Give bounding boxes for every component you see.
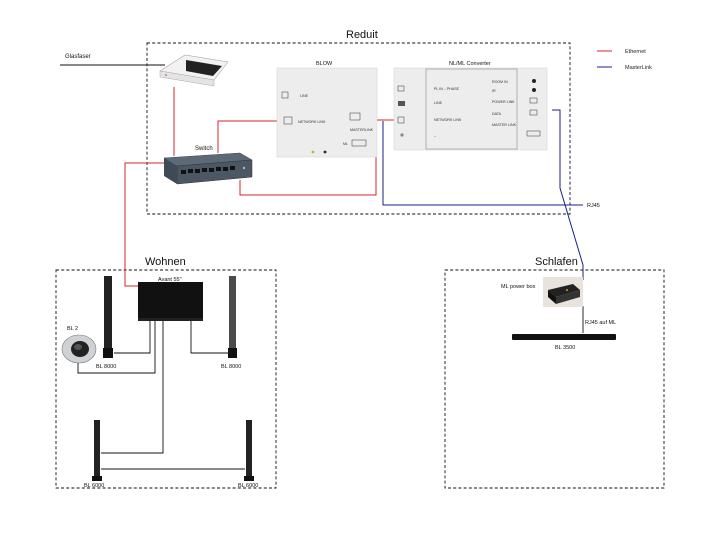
schlafen-room-box <box>444 269 665 489</box>
svg-text:PL IN – PHASE: PL IN – PHASE <box>434 87 460 91</box>
cables <box>60 64 584 470</box>
nlml-left-ports: PL IN – PHASE LINE NETWORK LINK – <box>397 85 462 138</box>
avant-label: Avant 55" <box>158 277 182 283</box>
switch-nlml-ethernet <box>239 119 398 196</box>
legend-masterlink-label: MasterLink <box>625 65 652 71</box>
svg-text:NETWORK LINK: NETWORK LINK <box>434 118 462 122</box>
bl8000-left-label: BL 8000 <box>96 364 116 370</box>
nlml-rj45-cable <box>552 109 584 280</box>
svg-text:LINE: LINE <box>300 94 309 98</box>
blow-device: BLOW LINE NETWORK LINK MASTERLINK ML <box>276 61 378 158</box>
svg-text:MASTER LINK: MASTER LINK <box>492 123 517 127</box>
bl2-label: BL 2 <box>67 326 78 332</box>
blow-masterlink <box>382 121 583 206</box>
blow-masterlink-port: MASTERLINK <box>349 112 374 132</box>
wohnen-room-box <box>55 269 277 489</box>
blow-network-link-port: NETWORK LINK <box>283 116 326 125</box>
network-switch: Switch <box>163 146 253 185</box>
blow-ml-port: ML <box>343 139 367 147</box>
avant-bl2-cable <box>77 318 156 374</box>
svg-text:DATA: DATA <box>492 112 502 116</box>
reduit-room-title: Reduit <box>346 29 378 41</box>
svg-text:ROOM IN: ROOM IN <box>492 80 508 84</box>
wohnen-room-title: Wohnen <box>145 256 186 268</box>
svg-text:IR: IR <box>492 89 496 93</box>
bl6000-left-speaker: BL 6000 <box>84 420 104 489</box>
bl8000-right-speaker: BL 8000 <box>221 276 241 370</box>
nlml-right-ports: ROOM IN IR POWER LINK DATA MASTER LINK <box>492 79 541 137</box>
svg-text:MASTERLINK: MASTERLINK <box>350 128 374 132</box>
svg-text:NETWORK LINK: NETWORK LINK <box>298 120 326 124</box>
svg-text:ML: ML <box>343 142 348 146</box>
bl3500-soundbar: BL 3500 <box>512 334 616 351</box>
switch-avant-ethernet <box>124 162 164 287</box>
svg-text:–: – <box>434 134 436 138</box>
switch-ports <box>181 166 235 174</box>
nlml-title: NL/ML Converter <box>449 61 491 67</box>
avant-tv: Avant 55" <box>138 277 203 321</box>
avant-bl6000-cable <box>101 318 164 454</box>
switch-blow-ethernet <box>217 120 284 153</box>
ml-power-box-label: ML power box <box>501 284 536 290</box>
svg-text:LINE: LINE <box>434 101 443 105</box>
nlml-converter-device: NL/ML Converter PL IN – PHASE LINE NETWO… <box>393 61 548 151</box>
bl6000-left-label: BL 6000 <box>84 483 104 489</box>
bl6000-right-label: BL 6000 <box>238 483 258 489</box>
bl3500-label: BL 3500 <box>555 345 575 351</box>
fiber-router: Glasfaser <box>65 54 229 87</box>
rj45-auf-ml-label: RJ45 auf ML <box>585 320 616 326</box>
legend-ethernet-label: Ethernet <box>625 49 646 55</box>
switch-label: Switch <box>195 146 213 152</box>
bl8000-right-label: BL 8000 <box>221 364 241 370</box>
legend: Ethernet MasterLink <box>597 49 652 71</box>
avant-bl8000-left-cable <box>114 318 151 354</box>
svg-text:POWER LINK: POWER LINK <box>492 100 515 104</box>
blow-title: BLOW <box>316 61 333 67</box>
ml-power-box: ML power box <box>501 277 583 307</box>
schlafen-room-title: Schlafen <box>535 256 578 268</box>
avant-bl8000-right-cable <box>190 318 228 354</box>
bl6000-right-speaker: BL 6000 <box>238 420 258 489</box>
blow-line-port: LINE <box>281 91 309 99</box>
bl2-speaker: BL 2 <box>61 326 97 364</box>
glasfaser-label: Glasfaser <box>65 54 91 60</box>
rj45-label: RJ45 <box>587 203 600 209</box>
bl8000-left-speaker: BL 8000 <box>96 276 116 370</box>
reduit-room-box <box>146 42 571 215</box>
